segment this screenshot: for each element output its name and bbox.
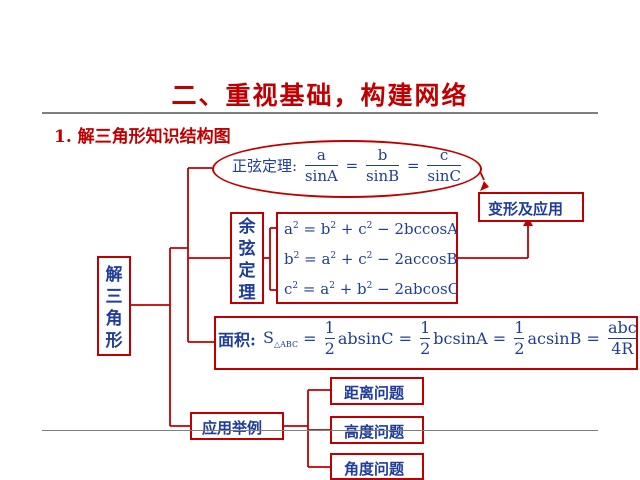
root-char: 三 — [105, 287, 123, 307]
law-of-cosines-node: 余 弦 定 理 — [230, 212, 264, 304]
frac-num: c — [439, 146, 449, 164]
frac-den: sinC — [427, 167, 461, 185]
applications-node: 应用举例 — [190, 412, 284, 440]
cosine-formula-b: b2 = a2 + c2 − 2accosB — [284, 250, 458, 268]
application-item-distance: 距离问题 — [330, 377, 424, 405]
title-divider — [42, 112, 598, 114]
frac-num: a — [316, 146, 326, 164]
applications-label: 应用举例 — [202, 419, 263, 437]
law-of-cosines-formulas: a2 = b2 + c2 − 2bccosA b2 = a2 + c2 − 2a… — [276, 212, 460, 304]
cosines-char: 定 — [238, 261, 256, 281]
cosines-char: 余 — [238, 217, 256, 237]
root-char: 形 — [105, 331, 123, 351]
application-item-angle: 角度问题 — [330, 453, 424, 480]
law-of-sines-node — [212, 140, 482, 198]
law-of-sines-formula: 正弦定理: a sinA = b sinB = c sinC — [232, 146, 464, 185]
bottom-divider — [42, 430, 598, 431]
cosines-char: 理 — [238, 283, 256, 303]
page-title: 二、重视基础，构建网络 — [171, 81, 469, 110]
root-char: 角 — [105, 309, 123, 329]
transform-application-label: 变形及应用 — [488, 200, 564, 218]
root-node-solve-triangle: 解 三 角 形 — [97, 256, 131, 356]
frac-den: sinA — [304, 167, 338, 185]
cosine-formula-a: a2 = b2 + c2 − 2bccosA — [284, 220, 459, 238]
area-formula-node — [214, 316, 638, 370]
law-of-sines-label: 正弦定理: — [232, 157, 298, 175]
equals-sign: = — [345, 156, 359, 175]
area-label: 面积: — [218, 330, 256, 350]
frac-den: sinB — [365, 167, 400, 185]
section-heading: 1. 解三角形知识结构图 — [54, 127, 231, 147]
frac-num: b — [377, 146, 388, 164]
root-char: 解 — [105, 265, 123, 285]
transform-application-node: 变形及应用 — [478, 192, 584, 222]
cosine-formula-c: c2 = a2 + b2 − 2abcosC — [284, 280, 460, 298]
arrowhead-sines — [480, 181, 489, 191]
equals-sign: = — [406, 156, 420, 175]
cosines-char: 弦 — [238, 239, 256, 259]
